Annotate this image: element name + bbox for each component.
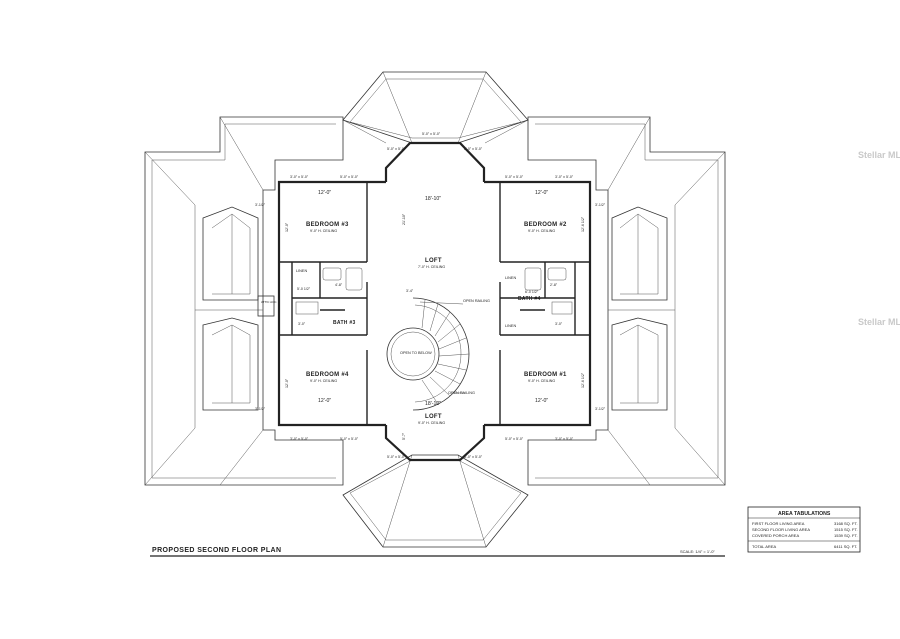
plan-title: PROPOSED SECOND FLOOR PLAN	[152, 547, 281, 554]
dim-lower-loft-depth: 5'-7"	[402, 432, 406, 440]
area-row-2-label: SECOND FLOOR LIVING AREA	[752, 527, 810, 532]
dim-stub-br: 3'-1/2"	[595, 407, 606, 411]
loft-bottom-label: LOFT	[425, 414, 442, 420]
linen-right-top: LINEN	[505, 276, 516, 280]
interior-walls	[279, 182, 590, 425]
dim-bd1-win1: 5'-0" x 5'-0"	[505, 437, 524, 441]
dim-bd4-width: 12'-0"	[318, 398, 331, 404]
bedroom4-label: BEDROOM #4	[306, 372, 349, 378]
area-row-1-label: FIRST FLOOR LIVING AREA	[752, 521, 805, 526]
dim-stub-tr: 3'-1/2"	[595, 203, 606, 207]
dim-stair-gap: 3'-4"	[406, 289, 414, 293]
loft-bottom-ceiling: 9'-0" H. CEILING	[418, 421, 445, 425]
area-table-title: AREA TABULATIONS	[778, 511, 831, 517]
area-row-1-value: 3168 SQ. FT.	[834, 521, 858, 526]
watermark-top: Stellar MLS	[858, 150, 900, 160]
linen-left: LINEN	[296, 269, 307, 273]
bedroom1-ceiling: 9'-0" H. CEILING	[528, 379, 555, 383]
dim-bd3-win2: 5'-0" x 5'-0"	[340, 175, 359, 179]
dim-bd1-width: 12'-0"	[535, 398, 548, 404]
area-table: AREA TABULATIONS FIRST FLOOR LIVING AREA…	[747, 506, 861, 553]
area-row-3-value: 1539 SQ. FT.	[834, 533, 858, 538]
dim-top-left-bay: 5'-0" x 5'-0"	[387, 147, 406, 151]
plan-scale: SCALE: 1/4" = 1'-0"	[680, 549, 715, 554]
area-total-value: 6411 SQ. FT.	[834, 544, 857, 549]
dim-bd2-width: 12'-0"	[535, 190, 548, 196]
dim-stub-bl: 3'-1/2"	[255, 407, 266, 411]
bedroom1-label: BEDROOM #1	[524, 372, 567, 378]
bedroom2-label: BEDROOM #2	[524, 222, 567, 228]
dim-loft-width: 18'-10"	[425, 196, 441, 202]
dim-bath4-w: 6'-0 1/2"	[525, 290, 539, 294]
bath-fixtures	[295, 267, 573, 315]
open-railing-top: OPEN RAILING	[463, 299, 490, 303]
spiral-stair	[386, 297, 470, 411]
dim-bd2-win1: 5'-0" x 5'-0"	[505, 175, 524, 179]
bath3-label: BATH #3	[333, 320, 356, 326]
dim-bd4-win2: 5'-0" x 5'-0"	[340, 437, 359, 441]
loft-top-ceiling: 7'-0" H. CEILING	[418, 265, 445, 269]
bedroom3-ceiling: 9'-0" H. CEILING	[310, 229, 337, 233]
loft-top-label: LOFT	[425, 258, 442, 264]
dim-stub-tl: 3'-1/2"	[255, 203, 266, 207]
watermark-mid: Stellar MLS	[858, 317, 900, 327]
linen-right-bottom: LINEN	[505, 324, 516, 328]
dim-bot-left-bay: 5'-0" x 5'-0"	[387, 455, 406, 459]
area-row-3-label: COVERED PORCH AREA	[752, 533, 799, 538]
dim-closet: 4'-8"	[335, 283, 343, 287]
dim-top-right-bay: 5'-0" x 5'-0"	[464, 147, 483, 151]
dim-bd2-win2: 3'-0" x 5'-0"	[555, 175, 574, 179]
dim-closet2: 2'-8"	[550, 283, 558, 287]
dim-bd4-win1: 3'-0" x 5'-0"	[290, 437, 309, 441]
exterior-walls	[277, 141, 592, 462]
dim-bath3-w: 5'-0 1/2"	[297, 287, 311, 291]
dim-small-r: 3'-0"	[555, 322, 563, 326]
dim-bd3-width: 12'-0"	[318, 190, 331, 196]
bedroom4-ceiling: 9'-0" H. CEILING	[310, 379, 337, 383]
dim-bd2-depth: 12'-6 1/2"	[581, 216, 585, 232]
dim-bd1-depth: 12'-6 1/2"	[581, 372, 585, 388]
dim-bd1-win2: 3'-0" x 5'-0"	[555, 437, 574, 441]
area-total-label: TOTAL AREA	[752, 544, 776, 549]
roof-outline	[144, 71, 726, 548]
bedroom2-ceiling: 9'-0" H. CEILING	[528, 229, 555, 233]
dim-bot-right-bay: 5'-0" x 5'-0"	[464, 455, 483, 459]
bath4-label: BATH #4	[518, 296, 541, 302]
open-to-below-label: OPEN TO BELOW	[400, 351, 432, 355]
open-railing-bottom: OPEN RAILING	[448, 391, 475, 395]
dim-bd3-win1: 3'-0" x 5'-0"	[290, 175, 309, 179]
dim-small-l: 3'-0"	[298, 322, 306, 326]
area-row-2-value: 1515 SQ. FT.	[834, 527, 858, 532]
dim-bd4-depth: 12'-0"	[285, 378, 289, 388]
dim-loft-width-bottom: 18'-10"	[425, 401, 441, 407]
dim-loft-depth: 21'-10"	[402, 213, 406, 225]
dim-top-bay: 5'-0" x 5'-0"	[422, 132, 441, 136]
dim-bd3-depth: 12'-0"	[285, 222, 289, 232]
attic-access-label: ATTIC ACC.	[261, 300, 277, 304]
bedroom3-label: BEDROOM #3	[306, 222, 349, 228]
attic-access-box	[257, 295, 275, 317]
